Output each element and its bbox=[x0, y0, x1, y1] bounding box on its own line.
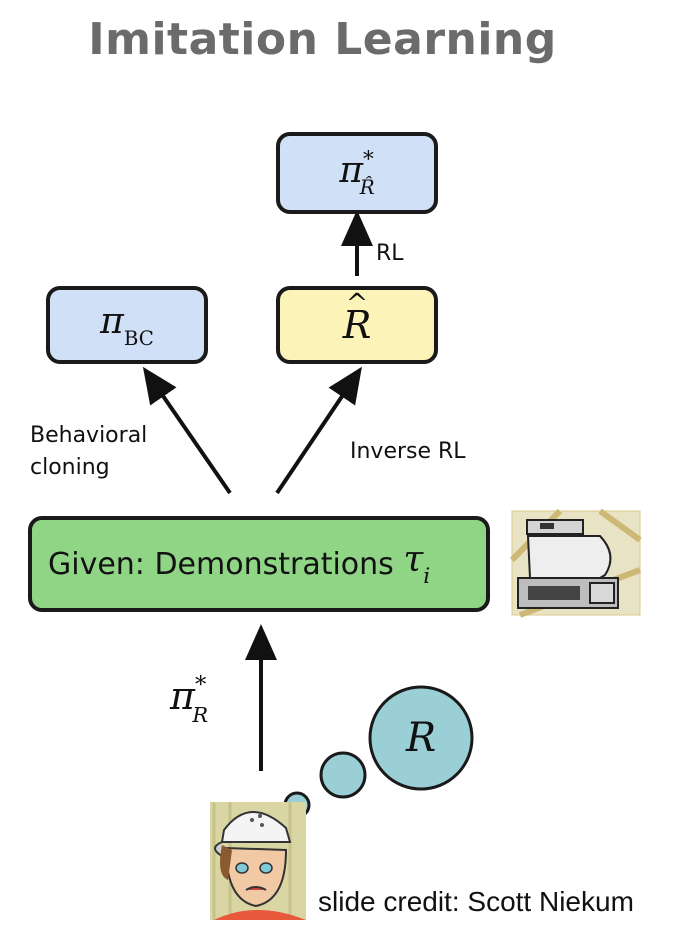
star-superscript: * bbox=[362, 146, 374, 172]
demonstrations-text: Given: Demonstrations bbox=[48, 546, 404, 582]
r-hat-symbol: R bbox=[343, 303, 372, 347]
behavioral-cloning-arrow bbox=[142, 366, 232, 495]
pi-symbol: π bbox=[339, 150, 363, 192]
i-subscript: i bbox=[423, 563, 431, 589]
inverse-rl-arrow bbox=[275, 366, 362, 495]
true-reward-label: R bbox=[405, 715, 437, 761]
demonstrations-box: Given: Demonstrations τi bbox=[28, 516, 490, 612]
behavioral-cloning-label-line2: cloning bbox=[30, 455, 110, 480]
bc-subscript: BC bbox=[123, 326, 154, 350]
star-superscript: * bbox=[194, 672, 207, 698]
slide-title: Imitation Learning bbox=[88, 14, 557, 65]
thought-bubble-medium bbox=[319, 751, 367, 799]
behavioral-cloning-policy-box: πBC bbox=[46, 286, 208, 364]
tau-symbol: τ bbox=[403, 539, 424, 581]
expert-policy-label: π* R bbox=[170, 672, 208, 727]
inverse-rl-label: Inverse RL bbox=[350, 439, 466, 464]
thought-bubble-large bbox=[368, 685, 474, 791]
pi-symbol: π bbox=[100, 300, 124, 342]
r-hat-subscript: R̂ bbox=[359, 176, 375, 200]
slide-credit: slide credit: Scott Niekum bbox=[318, 886, 634, 917]
optimal-policy-learned-reward-box: π* R̂ bbox=[276, 132, 438, 214]
robot-photo-icon bbox=[509, 508, 642, 618]
learned-reward-box: R bbox=[276, 286, 438, 364]
r-subscript: R bbox=[192, 702, 209, 727]
pi-symbol: π bbox=[170, 674, 195, 719]
person-cartoon-icon bbox=[210, 802, 306, 920]
behavioral-cloning-label: Behavioral cloning bbox=[30, 420, 147, 484]
rl-label: RL bbox=[376, 241, 404, 266]
behavioral-cloning-label-line1: Behavioral bbox=[30, 423, 148, 448]
